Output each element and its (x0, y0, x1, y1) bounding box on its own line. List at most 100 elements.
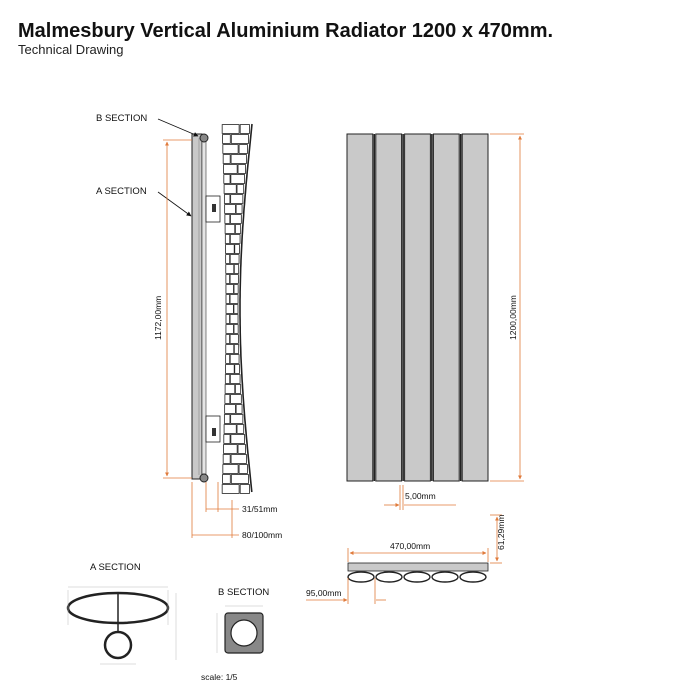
radiator-panel (346, 133, 374, 482)
top-width-dim: 470,00mm (390, 541, 430, 551)
brick (225, 294, 231, 304)
brick (229, 374, 241, 384)
side-height-dim: 1172,00mm (153, 296, 163, 340)
radiator-panel (404, 133, 431, 482)
brick (223, 414, 231, 424)
top-view-tubes (347, 571, 487, 583)
brick (223, 424, 237, 434)
brick (225, 274, 231, 284)
top-view-body (347, 562, 489, 572)
brick (230, 154, 247, 164)
radiator-back-rail (201, 139, 207, 475)
brick (229, 234, 241, 244)
brick (239, 484, 250, 494)
brick (225, 354, 231, 364)
brick (225, 284, 234, 294)
brick (237, 444, 246, 454)
brick (230, 174, 245, 184)
brick (221, 124, 240, 134)
brick (224, 384, 236, 394)
brick (230, 454, 247, 464)
brick (229, 254, 240, 264)
top-cap (199, 133, 209, 143)
brick (225, 304, 234, 314)
a-section-detail: A SECTION (66, 562, 177, 665)
brick (224, 204, 236, 214)
radiator-panel (432, 133, 460, 482)
a-section-leader-label: A SECTION (96, 186, 147, 197)
brick (230, 214, 242, 224)
brick (238, 464, 248, 474)
brick (233, 284, 239, 294)
wall-bricks (221, 123, 253, 494)
brick (236, 424, 245, 434)
brick (222, 144, 239, 154)
tube-section (459, 571, 487, 583)
brick (225, 244, 235, 254)
b-section-detail: B SECTION scale: 1/5 (201, 587, 269, 682)
brick (224, 234, 231, 244)
page-subtitle: Technical Drawing (18, 42, 124, 57)
brick (222, 464, 239, 474)
brick (229, 274, 239, 284)
brick (229, 314, 239, 324)
front-panels (346, 133, 489, 482)
brick (237, 164, 246, 174)
brick (224, 214, 231, 224)
tube-section (375, 571, 403, 583)
brick (223, 434, 231, 444)
brick (225, 314, 231, 324)
brick (222, 474, 231, 484)
side-offset-dim: 31/51mm (242, 504, 277, 514)
top-view: 470,00mm 61,29mm 95,00mm (306, 515, 506, 604)
brick (233, 304, 239, 314)
top-centres-dim: 95,00mm (306, 588, 341, 598)
brick (224, 394, 231, 404)
brick (225, 324, 234, 334)
bottom-cap (199, 473, 209, 483)
brick (222, 154, 231, 164)
brick (229, 294, 239, 304)
brick (223, 164, 238, 174)
brick (233, 264, 240, 274)
brick (223, 174, 231, 184)
wall-bracket-top (205, 195, 221, 223)
brick (234, 364, 240, 374)
brick (233, 344, 240, 354)
brick (229, 354, 240, 364)
front-height-dim: 1200,00mm (508, 295, 518, 340)
brick (238, 144, 248, 154)
brick (223, 184, 237, 194)
tube-section (431, 571, 459, 583)
brick (234, 244, 240, 254)
b-section-leader-label: B SECTION (96, 113, 147, 124)
brick (225, 364, 235, 374)
side-view: B SECTION A SECTION 1172,00mm 31/51mm 80… (96, 113, 282, 540)
tube-section (403, 571, 431, 583)
wall-bracket-bottom (205, 415, 221, 443)
brick (230, 474, 249, 484)
brick (230, 134, 249, 144)
radiator-panel (461, 133, 489, 482)
brick (222, 454, 231, 464)
b-section-title: B SECTION (218, 587, 269, 598)
radiator-side-profile (191, 133, 203, 480)
brick (230, 194, 244, 204)
scale-label: scale: 1/5 (201, 672, 238, 682)
page-title: Malmesbury Vertical Aluminium Radiator 1… (18, 20, 554, 42)
radiator-panel (375, 133, 403, 482)
brick (239, 124, 250, 134)
brick (224, 404, 236, 414)
brick (233, 324, 239, 334)
tube-section (347, 571, 375, 583)
brick (223, 194, 231, 204)
brick (230, 414, 244, 424)
side-depth-dim: 80/100mm (242, 530, 282, 540)
brick (234, 384, 242, 394)
brick (225, 254, 231, 264)
brick (234, 224, 242, 234)
front-view: 1200,00mm 5,00mm (346, 133, 524, 510)
brick (225, 334, 231, 344)
a-section-title: A SECTION (90, 562, 141, 573)
brick (223, 444, 238, 454)
